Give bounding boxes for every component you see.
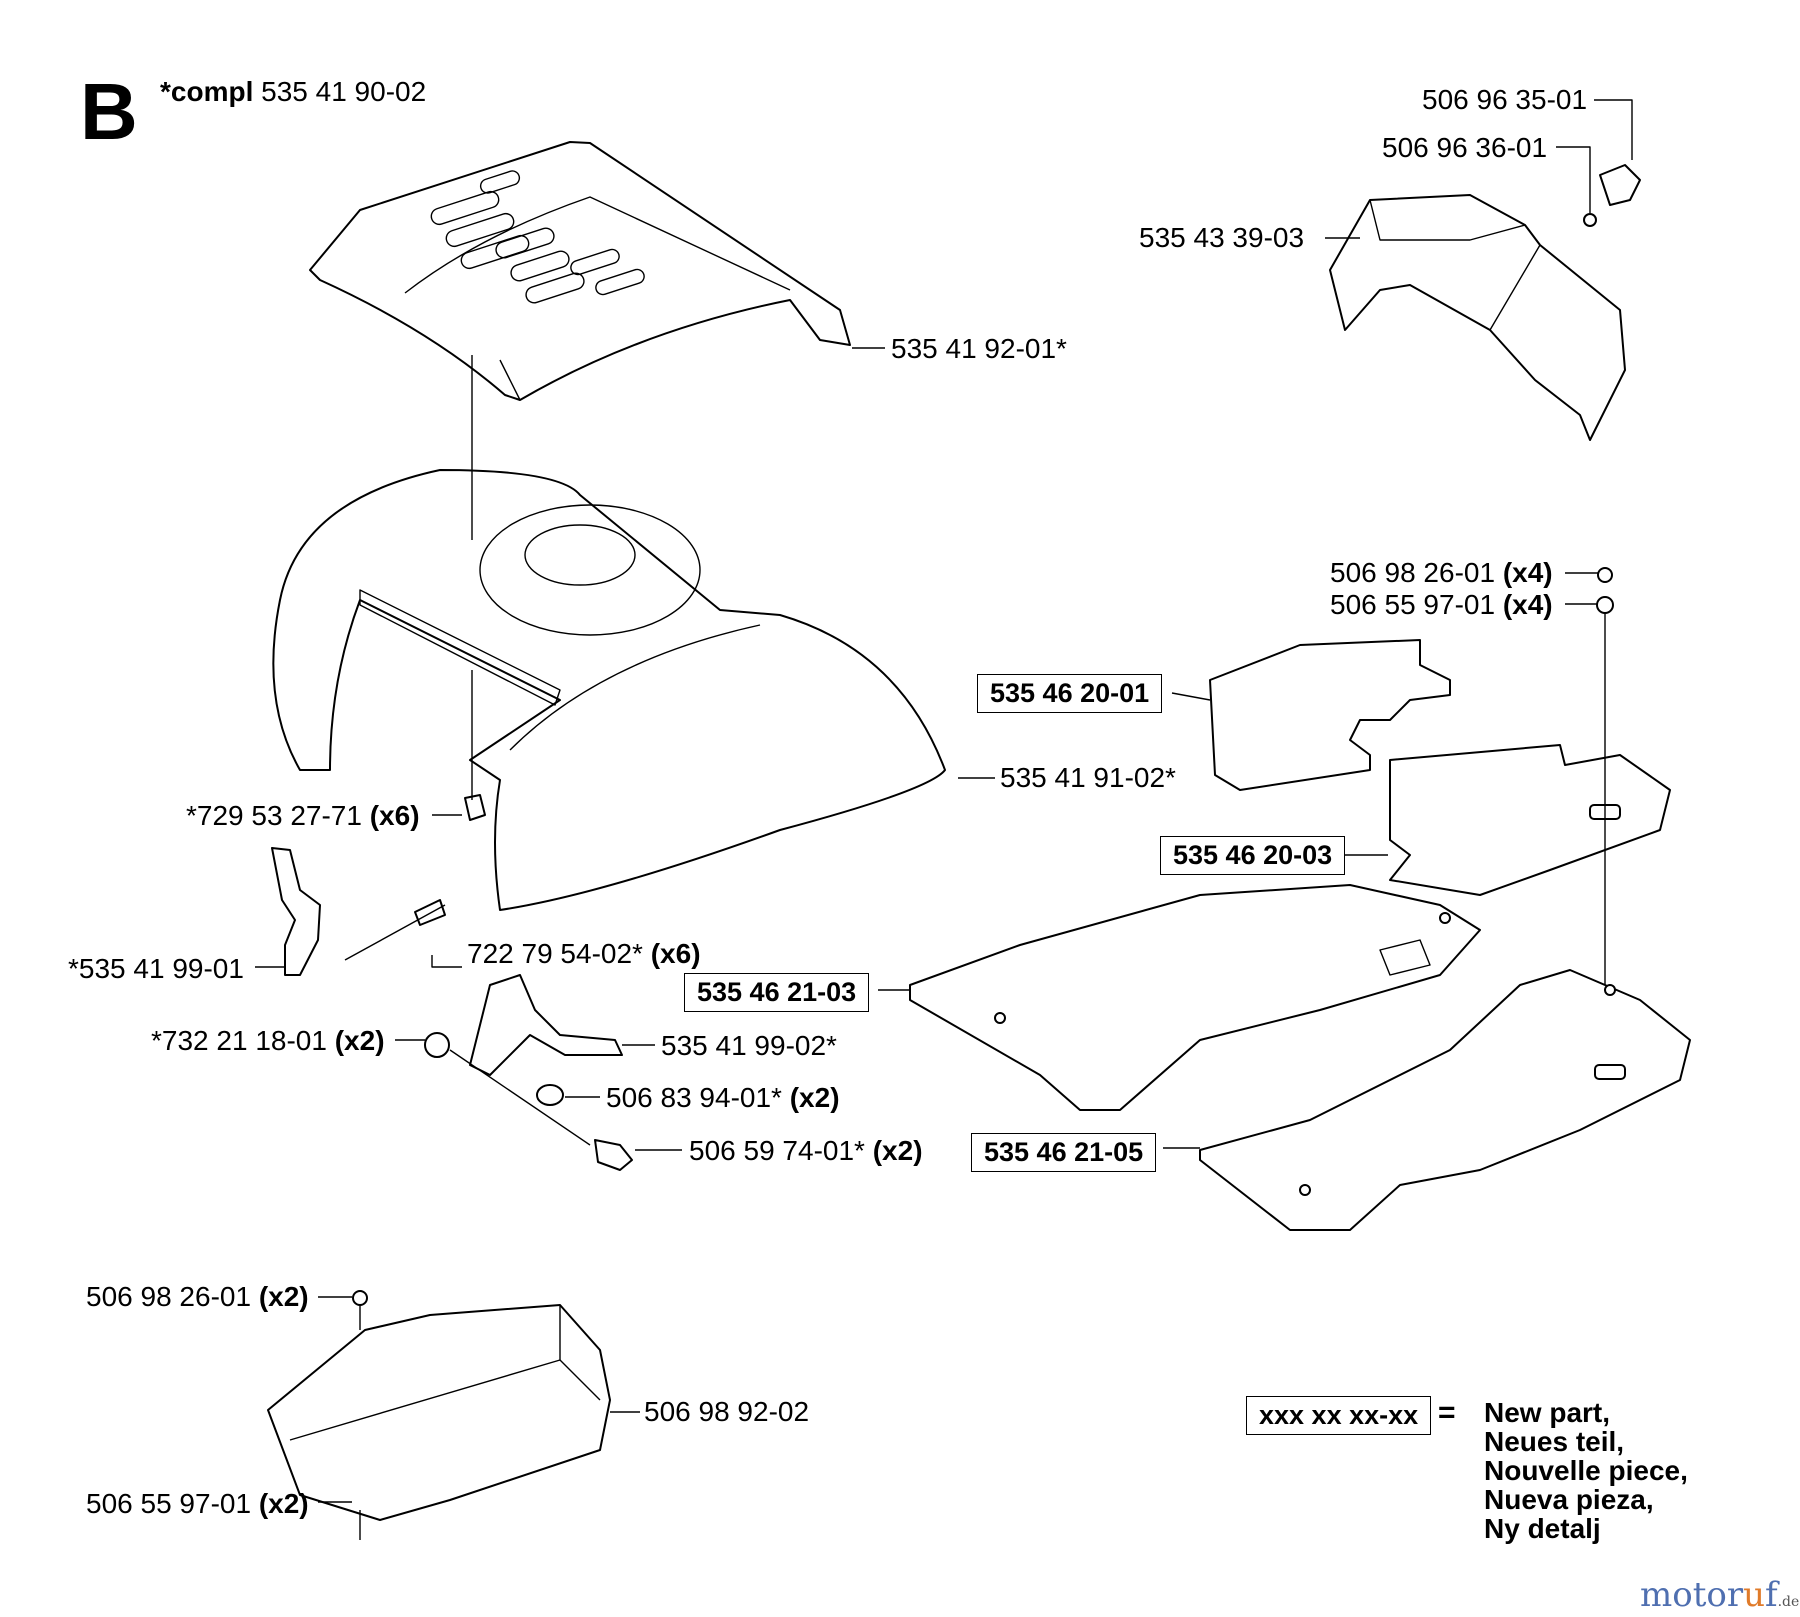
part-label-535-43-39-03: 535 43 39-03 <box>1139 222 1305 253</box>
part-label-506-98-26-01-x4: 506 98 26-01 (x4) <box>1330 557 1553 588</box>
legend-sample-box: xxx xx xx-xx <box>1246 1396 1432 1435</box>
part-label-535-41-91-02: 535 41 91-02* <box>1000 762 1176 793</box>
compl-number: 535 41 90-02 <box>261 76 427 107</box>
top-hood-cover <box>309 141 851 401</box>
section-letter: B <box>80 67 138 156</box>
lower-box-cover <box>267 1304 611 1521</box>
part-label-535-41-92-01: 535 41 92-01* <box>891 333 1067 364</box>
part-label-729-53-27-71-x6: *729 53 27-71 (x6) <box>186 800 420 831</box>
part-label-506-55-97-01-x2: 506 55 97-01 (x2) <box>86 1488 309 1519</box>
connector-part <box>1583 164 1641 227</box>
part-label-506-96-35-01: 506 96 35-01 <box>1422 84 1588 115</box>
part-label-732-21-18-01-x2: *732 21 18-01 (x2) <box>151 1025 385 1056</box>
legend-line: Neues teil, <box>1484 1426 1625 1457</box>
bracket-right <box>469 974 623 1076</box>
part-label-535-41-99-02: 535 41 99-02* <box>661 1030 837 1061</box>
mat-535-46-20-01 <box>1209 639 1451 791</box>
watermark-logo: motoruf.de <box>1640 1575 1800 1615</box>
part-label-506-83-94-01-x2: 506 83 94-01* (x2) <box>606 1082 840 1113</box>
part-label-535-41-99-01: *535 41 99-01 <box>68 953 244 984</box>
mat-535-46-20-03 <box>1389 744 1671 896</box>
legend-line: New part, <box>1484 1397 1611 1428</box>
part-label-535-46-20-03: 535 46 20-03 <box>1160 836 1346 875</box>
legend-line: Ny detalj <box>1484 1513 1601 1544</box>
part-label-506-55-97-01-x4: 506 55 97-01 (x4) <box>1330 589 1553 620</box>
leader-lines <box>255 99 1633 1540</box>
part-label-506-59-74-01-x2: 506 59 74-01* (x2) <box>689 1135 923 1166</box>
legend-text: New part, Neues teil, Nouvelle piece, Nu… <box>1484 1398 1688 1543</box>
part-label-506-96-36-01: 506 96 36-01 <box>1382 132 1548 163</box>
part-label-535-46-21-03: 535 46 21-03 <box>684 973 870 1012</box>
complete-assembly-label: *compl 535 41 90-02 <box>160 76 426 108</box>
floor-535-46-21-03 <box>909 884 1481 1111</box>
right-side-cover <box>1329 194 1626 441</box>
legend-equals: = <box>1438 1396 1456 1429</box>
main-hood-body <box>272 469 946 911</box>
part-label-506-98-26-01-x2: 506 98 26-01 (x2) <box>86 1281 309 1312</box>
bracket-left <box>271 847 321 976</box>
legend-line: Nouvelle piece, <box>1484 1455 1688 1486</box>
legend-line: Nueva pieza, <box>1484 1484 1654 1515</box>
part-label-535-46-20-01: 535 46 20-01 <box>977 674 1163 713</box>
part-label-722-79-54-02-x6: 722 79 54-02* (x6) <box>467 938 701 969</box>
part-label-506-98-92-02: 506 98 92-02 <box>644 1396 810 1427</box>
compl-prefix: *compl <box>160 76 254 107</box>
floor-535-46-21-05 <box>1199 969 1691 1231</box>
part-label-535-46-21-05: 535 46 21-05 <box>971 1133 1157 1172</box>
